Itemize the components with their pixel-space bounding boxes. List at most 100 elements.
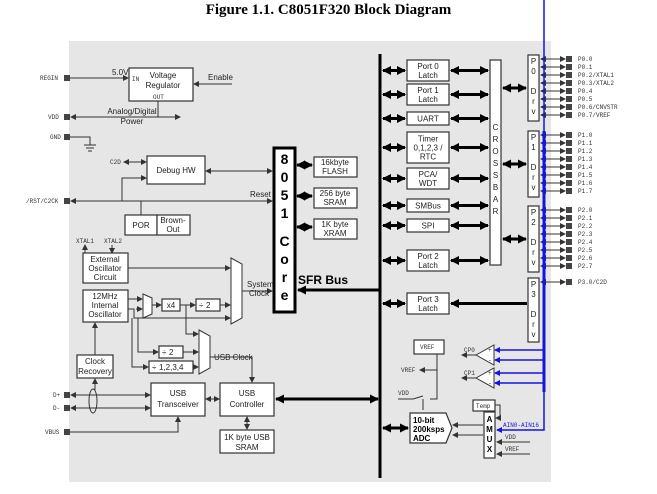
core-letter: e [281,287,289,303]
vdd-pin-label: VDD [48,114,59,121]
por-label: POR [132,221,150,230]
driver-letter: v [532,330,536,339]
cp1-minus: - [488,380,492,387]
adc-label-1: 10-bit [413,416,435,425]
div2-label-a: 2 [206,301,211,310]
vbus-pin-icon [64,429,70,435]
usb-section: D+ D- VBUS USB Transceiver USB Controlle… [45,382,379,454]
debug-hw-label: Debug HW [156,166,196,175]
amux-letter: X [487,445,493,454]
dminus-pin-icon [64,405,70,411]
cp0-plus: + [488,347,492,354]
core-letter: 8 [281,151,289,167]
power-label-1: Analog/Digital [107,107,157,116]
driver-letter: v [532,183,536,192]
driver-letter: D [531,238,537,247]
comparator-cp1 [474,367,495,389]
amux-letter: M [486,425,493,434]
pin-icon [566,215,572,221]
osc-mux [142,293,153,319]
pin-icon [566,64,572,70]
usb-transceiver-label-1: USB [170,389,186,398]
peripheral-label: RTC [420,153,437,162]
pin-icon [566,80,572,86]
driver-letter: D [531,310,537,319]
peripheral-5: SMBus [382,198,489,213]
clock-recovery-label-2: Recovery [78,367,112,376]
sram-label-1: 256 byte [320,189,351,198]
usb-sram-label-1: 1K byte USB [224,433,270,442]
usb-controller-label-1: USB [239,389,255,398]
system-clock-mux [230,257,243,325]
peripheral-2: UART [382,111,489,126]
driver-letter: D [531,87,537,96]
pin-icon [566,140,572,146]
regin-pin-label: REGIN [40,75,58,82]
pin-label-p1-4: P1.4 [578,164,593,171]
cp0-label: CP0 [464,347,475,354]
pin-icon [566,247,572,253]
usb-sram-label-2: SRAM [235,443,258,452]
crossbar-box [489,59,502,266]
crossbar-letter: S [493,159,498,168]
clock-recovery-label-1: Clock [85,357,106,366]
x4-label: x4 [167,301,176,310]
peripheral-label: UART [417,115,439,124]
pin-icon [566,223,572,229]
pin-label-p1-3: P1.3 [578,156,593,163]
crossbar-letter: S [493,171,498,180]
adc-label-2: 200ksps [413,425,445,434]
peripheral-label: PCA/ [419,170,438,179]
pin-label-p2-5: P2.5 [578,247,593,254]
amux-box [483,411,496,459]
amux-vref-label: VREF [505,446,520,453]
driver-letter: P [531,133,536,142]
xtal2-label: XTAL2 [104,238,122,245]
brownout-label-1: Brown- [160,216,186,225]
regulator-in-label: IN [132,76,140,83]
usb-controller-label-2: Controller [230,400,265,409]
driver-letter: 3 [531,290,536,299]
brownout-box [156,214,191,236]
power-label-2: Power [121,117,144,126]
pin-icon [566,104,572,110]
internal-oscillator-box [82,289,129,323]
driver-letter: 2 [531,218,536,227]
pin-label-p2-2: P2.2 [578,223,593,230]
cp0-minus: - [488,357,492,364]
driver-letter: v [532,107,536,116]
peripheral-label: Port 2 [417,252,439,261]
vdd-switch-label: VDD [398,390,409,397]
usb-sram-box [219,429,275,454]
pin-label-p2-7: P2.7 [578,263,593,270]
cp1-plus: + [488,370,492,377]
usb-transceiver-box [150,382,206,417]
pin-label-p0-1: P0.1 [578,64,593,71]
core-letter: o [280,251,289,267]
pin-label-p1-1: P1.1 [578,140,593,147]
core-letter: 0 [281,169,289,185]
driver-letter: D [531,163,537,172]
pin-label-p2-3: P2.3 [578,231,593,238]
pin-icon [566,263,572,269]
rst-pin-label: /RST/C2CK [26,198,59,205]
driver-letter: 0 [531,67,536,76]
pin-icon [566,88,572,94]
core-letter: C [279,233,289,249]
pin-icon [566,231,572,237]
brownout-label-2: Out [167,225,181,234]
crossbar-letter: A [493,195,499,204]
pin-label-p0-5: P0.5 [578,96,593,103]
regulator-out-label: OUT [153,94,164,101]
ext-osc-label-2: Oscillator [88,264,122,273]
driver-letter: P [531,208,536,217]
pin-label-p2-1: P2.1 [578,215,593,222]
pin-label-p0-0: P0.0 [578,56,593,63]
flash-label-2: FLASH [322,167,348,176]
flash-label-1: 16kbyte [321,158,350,167]
